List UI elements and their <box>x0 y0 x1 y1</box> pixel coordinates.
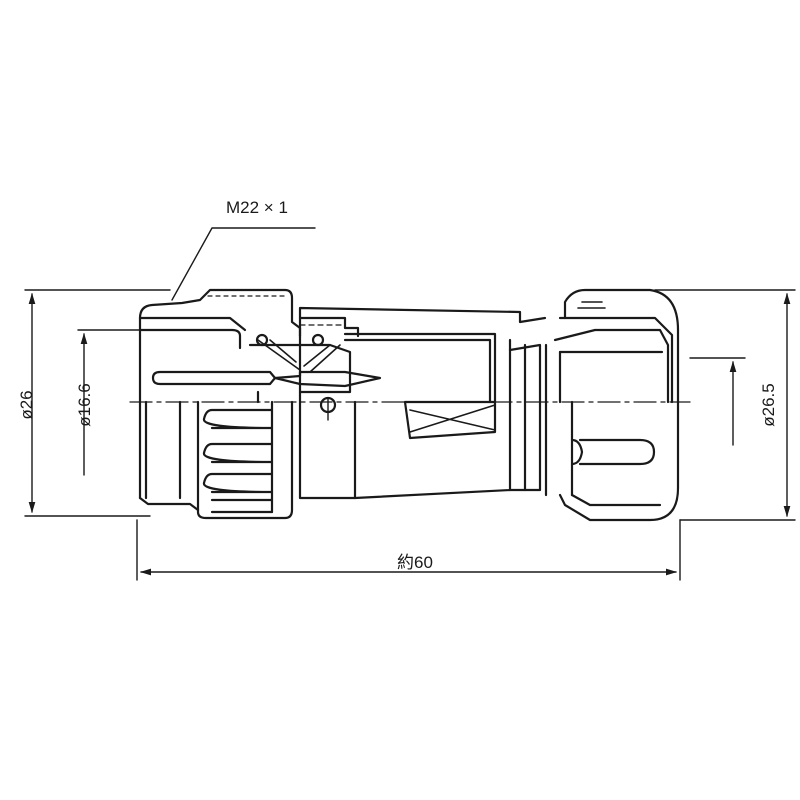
coupling-nut <box>138 288 302 520</box>
inner-diameter-label: ø16.6 <box>75 383 94 427</box>
contact-insert <box>151 333 382 421</box>
cable-clamp <box>553 288 680 522</box>
dimension-lines <box>28 227 791 576</box>
extension-lines <box>24 289 796 581</box>
outer-diameter-right-label: ø26.5 <box>759 383 778 427</box>
thread-size-label: M22 × 1 <box>226 198 288 217</box>
overall-length-label: 約60 <box>397 553 433 572</box>
outer-diameter-left-label: ø26 <box>17 390 36 420</box>
back-shell <box>298 306 548 500</box>
